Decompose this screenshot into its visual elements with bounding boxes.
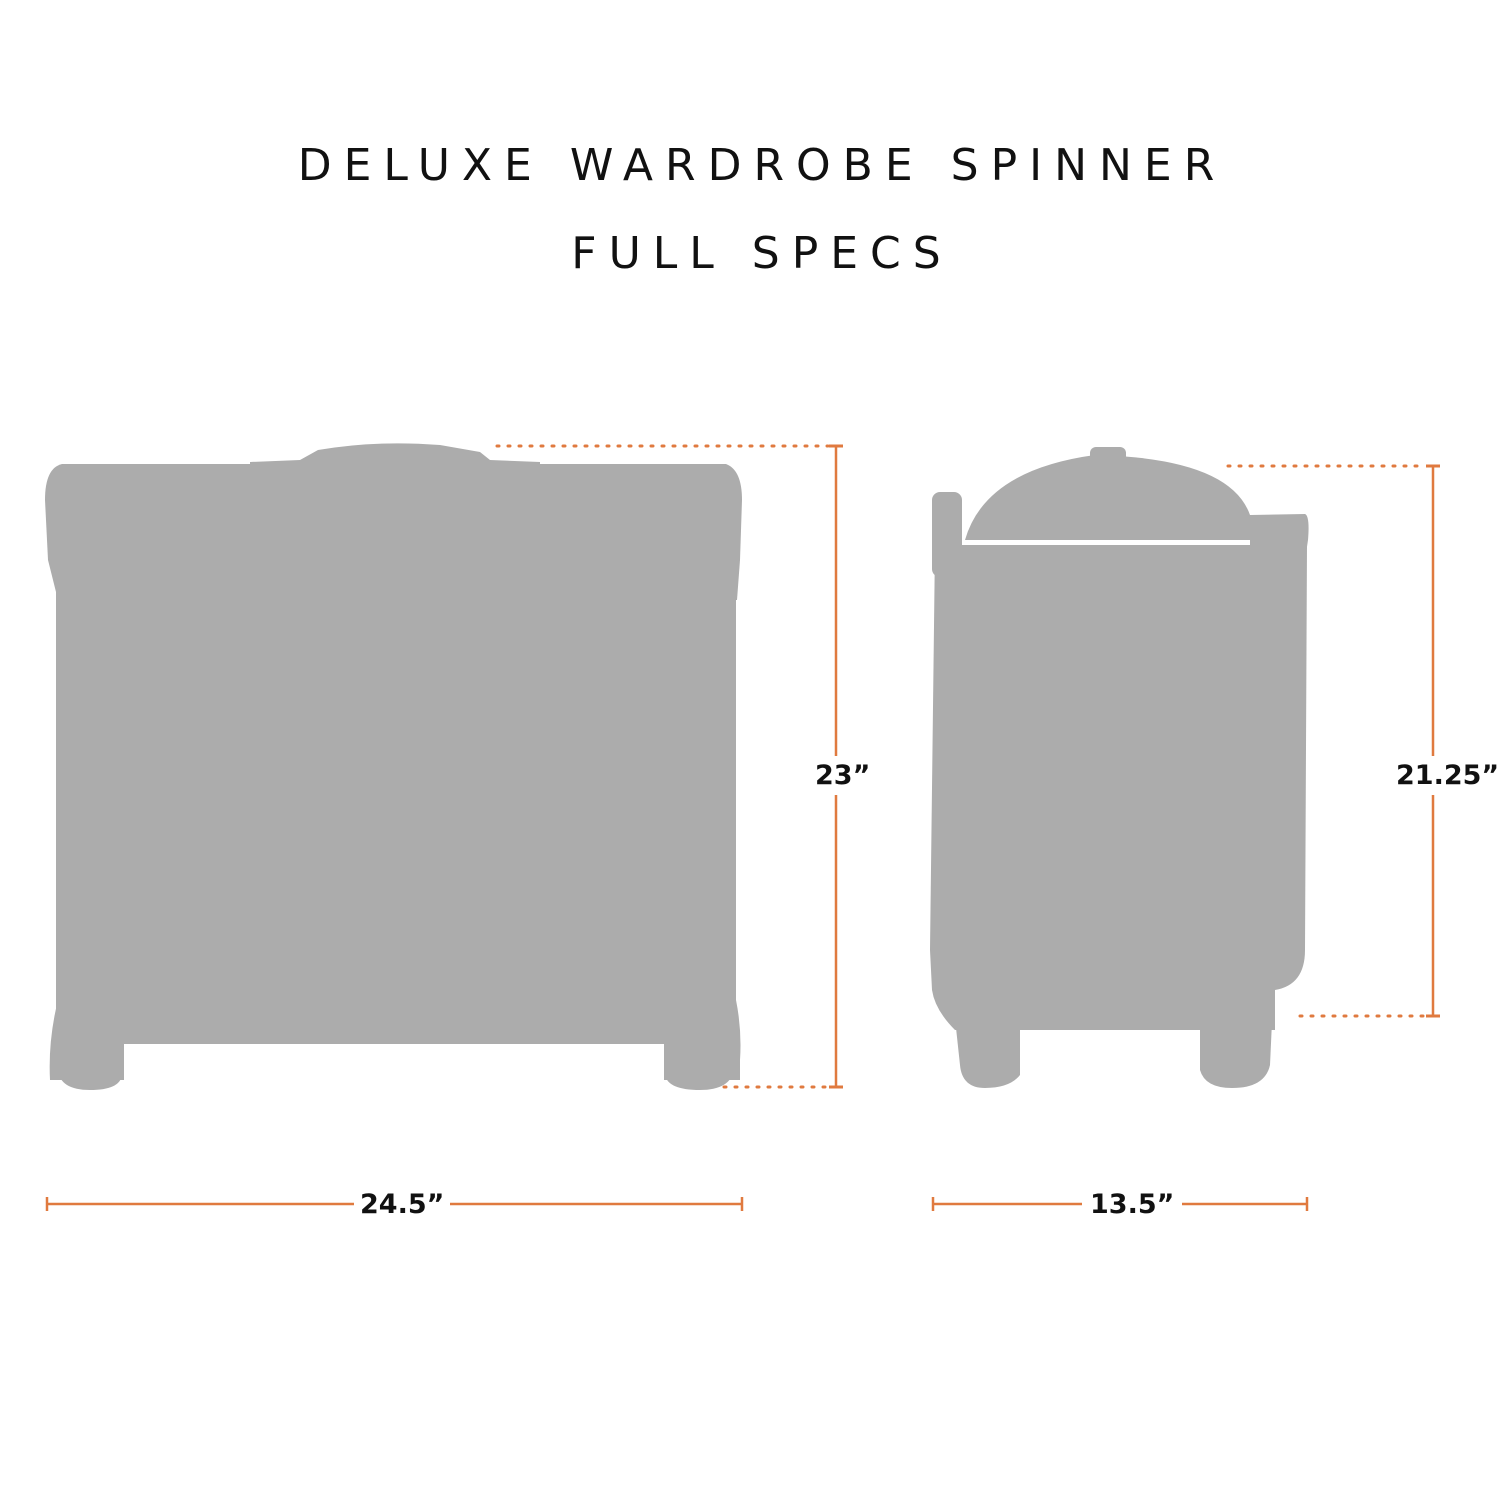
front-width-label: 24.5” [354, 1191, 451, 1218]
side-wheel-right [1200, 1000, 1273, 1088]
side-body [930, 545, 1307, 1030]
front-height-label: 23” [813, 756, 873, 795]
front-wheel-right [665, 1040, 738, 1090]
side-suitcase-silhouette [930, 447, 1309, 1088]
title-line-2: FULL SPECS [571, 228, 953, 279]
side-height-label: 21.25” [1394, 756, 1500, 795]
front-handle [250, 443, 540, 470]
front-body-upper [45, 464, 742, 600]
side-wheel-left [953, 1000, 1020, 1088]
title-line-1: DELUXE WARDROBE SPINNER [297, 140, 1227, 191]
front-wheel-left [52, 1040, 122, 1090]
side-wheel-gap [1022, 1044, 1198, 1094]
side-width-label: 13.5” [1082, 1191, 1183, 1218]
side-height-dimension [1226, 464, 1440, 1018]
side-dome [965, 455, 1250, 540]
front-suitcase-silhouette [45, 443, 742, 1090]
front-body-main [56, 590, 736, 1020]
front-wheel-gap [124, 1044, 664, 1094]
